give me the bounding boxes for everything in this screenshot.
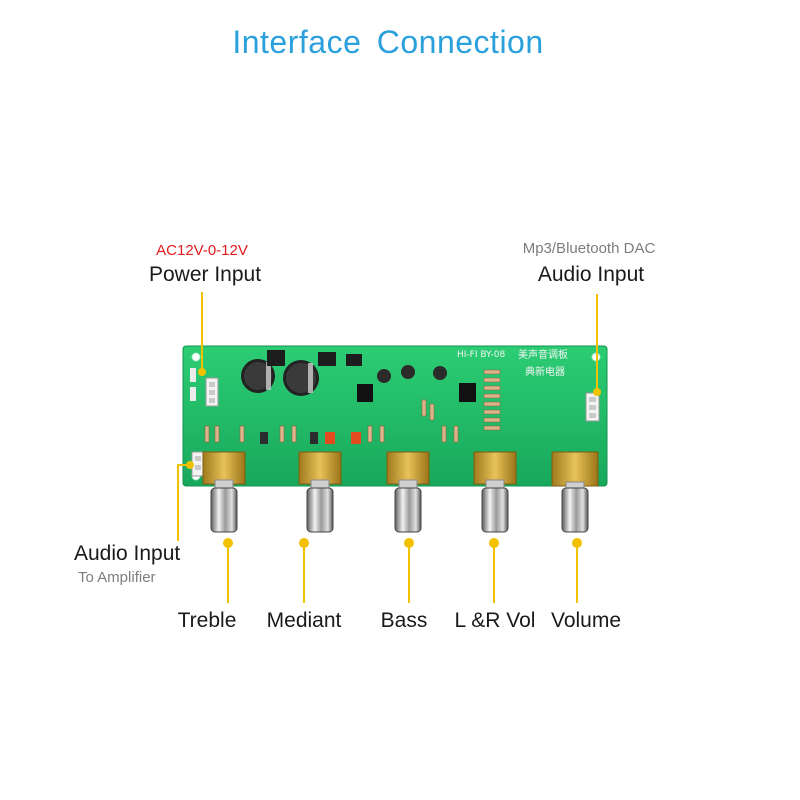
audio-out-connector-pin xyxy=(195,465,201,470)
page-title: Interface Connection xyxy=(232,24,544,60)
power-input-label: Power Input xyxy=(148,263,262,286)
op-amp-chip xyxy=(357,384,373,402)
potentiometer-mediant xyxy=(298,451,342,533)
board-chinese-title: 美声音调板 xyxy=(518,348,568,361)
op-amp-chip xyxy=(459,383,476,402)
power-connector-pin xyxy=(209,390,215,395)
knob-label-volume: Volume xyxy=(550,609,622,632)
knob-volume xyxy=(561,487,589,533)
regulator xyxy=(346,354,362,366)
potentiometer-bass xyxy=(386,451,430,533)
capacitor-stripe xyxy=(308,363,313,393)
knob-lr-vol xyxy=(481,487,509,533)
small-capacitor xyxy=(377,369,391,383)
knob-bass xyxy=(394,487,422,533)
regulator xyxy=(318,352,336,366)
audio-in-connector-pin xyxy=(589,413,596,418)
audio-input-label: Audio Input xyxy=(537,263,645,286)
film-capacitor xyxy=(325,432,335,444)
knob-label-bass: Bass xyxy=(380,609,428,632)
audio-out-connector-pin xyxy=(195,456,201,461)
capacitor xyxy=(244,362,272,390)
board-model: HI-FI BY-08 xyxy=(457,350,505,360)
knob-label-mediant: Mediant xyxy=(266,609,342,632)
small-capacitor xyxy=(401,365,415,379)
audio-in-connector-pin xyxy=(589,405,596,410)
knob-label-treble: Treble xyxy=(177,609,237,632)
power-connector-pin xyxy=(209,382,215,387)
potentiometer-lr-vol xyxy=(473,451,517,533)
fuse xyxy=(190,387,196,401)
leader-dots xyxy=(186,368,601,548)
power-connector-pin xyxy=(209,398,215,403)
mount-hole xyxy=(191,352,201,362)
small-capacitor xyxy=(433,366,447,380)
fuse xyxy=(190,368,196,382)
knob-label-lr-vol: L &R Vol xyxy=(454,609,536,632)
film-capacitor xyxy=(351,432,361,444)
audio-source-label: Mp3/Bluetooth DAC xyxy=(522,240,656,257)
film-capacitor xyxy=(260,432,268,444)
knob-mediant xyxy=(306,487,334,533)
power-spec: AC12V-0-12V xyxy=(156,242,248,259)
board-brand: 典新电器 xyxy=(525,365,565,378)
resistor-array xyxy=(204,369,501,443)
audio-output-label: Audio Input xyxy=(74,542,181,565)
capacitor-stripe xyxy=(266,362,271,390)
film-capacitor xyxy=(310,432,318,444)
potentiometer-treble xyxy=(202,451,246,533)
knob-treble xyxy=(210,487,238,533)
regulator xyxy=(267,350,285,366)
potentiometer-volume xyxy=(551,451,599,533)
audio-output-sub: To Amplifier xyxy=(78,569,156,586)
audio-in-connector-pin xyxy=(589,397,596,402)
